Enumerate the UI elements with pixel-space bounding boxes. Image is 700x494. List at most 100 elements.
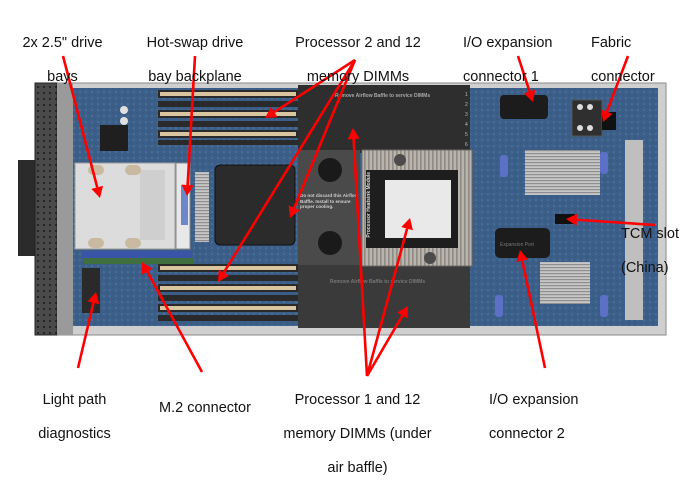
label-io-expansion-1-line2: connector 1 [463,69,539,85]
arrow-light-path-shaft [76,302,95,369]
light-path-panel [82,268,100,313]
heatsink-label: Processor Heatsink Module [366,172,372,238]
fabric-port [577,125,583,131]
upper-chip-heatsink [525,150,600,195]
front-bezel [34,82,58,336]
bezel-edge [57,83,73,335]
arrow-drive-bays-head [91,185,104,198]
baffle-bottom-text: Remove Airflow Baffle to service DIMMs [330,279,425,285]
server-node-diagram: Remove Airflow Baffle to service DIMMs R… [18,55,667,377]
arrow-processor1-baffle-bottom-shaft [365,314,404,377]
fabric-connector [571,99,603,137]
label-io-expansion-1: I/O expansion connector 1 [463,18,573,103]
label-fabric: Fabric connector [591,18,691,103]
label-tcm: TCM slot (China) [621,209,700,294]
arrow-processor2-socket-head [288,205,300,218]
slot-number: 4 [465,122,468,128]
arrow-processor1-baffle-bottom-head [397,306,408,319]
io-expansion-connector-2 [495,228,550,258]
expansion-port-text: Expansion Port [500,242,535,248]
blue-latch [600,152,608,174]
slot-number: 3 [465,112,468,118]
arrow-tcm-head [566,213,578,226]
lower-chip-heatsink [540,262,590,304]
arrow-io-expansion-1-shaft [516,55,531,92]
fabric-port [577,104,583,110]
slot-number: 5 [465,132,468,138]
m2-card [84,258,194,264]
blue-release-bar [82,251,192,258]
label-processor1-line3: air baffle) [327,460,388,476]
processor1-heatsink [361,149,473,267]
label-drive-bays-line1: 2x 2.5" drive [22,35,103,51]
arrow-io-expansion-1-head [523,89,536,102]
io-expansion-connector-1 [500,95,548,119]
capacitor [120,117,128,125]
arrow-processor2-socket-shaft [292,59,357,209]
callout-arrows [61,55,656,377]
arrow-processor1-heatsink-shaft [365,228,409,377]
label-drive-bays: 2x 2.5" drive bays [10,18,115,103]
arrow-processor1-baffle-top-shaft [352,138,369,377]
arrow-fabric-head [601,109,613,122]
arrow-io-expansion-2-shaft [521,260,547,369]
label-processor1-line2: memory DIMMs (under [283,426,432,442]
arrow-m2-shaft [146,271,204,373]
air-baffle [298,85,470,328]
fabric-port [587,125,593,131]
label-tcm-line2: (China) [621,260,669,276]
arrow-backplane-head [181,184,194,196]
label-fabric-line2: connector [591,69,655,85]
label-io-expansion-2-line2: connector 2 [489,426,565,442]
label-processor2: Processor 2 and 12 memory DIMMs [283,18,433,103]
label-backplane-line1: Hot-swap drive [146,35,244,51]
arrow-processor2-dimms-upper-shaft [273,58,356,114]
slot-numbers: 1 2 3 4 5 6 [465,92,468,148]
fabric-port [587,104,593,110]
front-tab [18,160,38,256]
label-drive-bays-line2: bays [47,69,78,85]
arrow-backplane-shaft [186,55,197,186]
label-io-expansion-2: I/O expansion connector 2 [489,375,609,460]
slot-number: 1 [465,92,468,98]
baffle-top-text: Remove Airflow Baffle to service DIMMs [335,93,430,99]
arrow-light-path-head [87,292,100,305]
right-bracket [625,140,643,320]
blue-latch [495,295,503,317]
label-light-path: Light path diagnostics [22,375,127,460]
arrow-m2-head [142,262,153,275]
arrow-fabric-shaft [605,55,630,113]
label-io-expansion-2-line1: I/O expansion [489,392,579,408]
blue-latch [600,295,608,317]
upper-dimm-bank [158,90,298,145]
blue-latch [500,155,508,177]
arrow-processor2-dimms-upper-head [265,106,278,118]
slot-number: 6 [465,142,468,148]
label-m2-line1: M.2 connector [159,400,251,416]
capacitor [120,106,128,114]
label-io-expansion-1-line1: I/O expansion [463,35,553,51]
label-processor1: Processor 1 and 12 memory DIMMs (under a… [275,375,440,494]
arrow-processor2-dimms-lower-shaft [222,59,357,274]
label-processor2-line2: memory DIMMs [306,69,410,85]
arrow-processor1-heatsink-head [401,218,413,231]
arrow-drive-bays-shaft [61,55,99,188]
arrow-tcm-shaft [576,218,656,227]
label-light-path-line2: diagnostics [38,426,111,442]
socket-pins-row [195,172,209,242]
arrow-processor2-dimms-lower-head [218,269,229,282]
label-processor2-line1: Processor 2 and 12 [295,35,421,51]
baffle-notice-text: Do not discard this Airflow Baffle. Inst… [300,193,359,209]
label-fabric-line1: Fabric [591,35,632,51]
label-light-path-line1: Light path [42,392,107,408]
backplane-latch [181,185,188,225]
arrow-io-expansion-2-head [516,250,529,263]
label-processor1-line1: Processor 1 and 12 [294,392,421,408]
arrow-processor1-baffle-top-head [347,128,360,140]
label-m2: M.2 connector [145,383,265,434]
label-backplane-line2: bay backplane [148,69,242,85]
bmc-chip [100,125,128,151]
tcm-slot [555,214,575,224]
label-tcm-line1: TCM slot [621,226,679,242]
drive-cage [74,162,176,250]
